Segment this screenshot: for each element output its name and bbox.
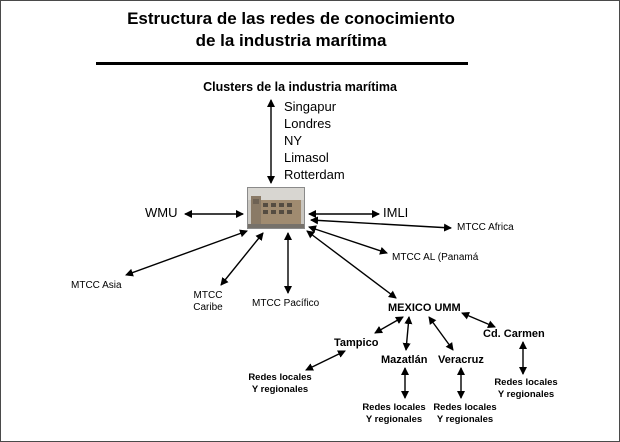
arrow-tampico-redes [305,350,346,371]
node-mtcc-al-panama: MTCC AL (Panamá [392,252,479,263]
page-title-line2: de la industria marítima [195,31,387,50]
redes-label-veracruz: Redes locales Y regionales [432,402,498,425]
node-mtcc-caribe: MTCC Caribe [184,290,232,314]
node-mtcc-asia: MTCC Asia [71,280,122,291]
clusters-heading: Clusters de la industria marítima [203,80,397,94]
node-mtcc-africa: MTCC Africa [457,222,514,233]
node-mtcc-pacifico: MTCC Pacífico [252,298,320,309]
redes-label-cd-carmen: Redes locales Y regionales [493,377,559,400]
node-imli: IMLI [383,205,409,220]
node-veracruz: Veracruz [438,354,484,366]
node-cd-carmen: Cd. Carmen [483,328,545,340]
arrow-center-mtcc-caribe [220,232,264,286]
cluster-city-item: NY [284,133,303,148]
title-underline [96,62,468,65]
cluster-city-item: Singapur [284,99,337,114]
redes-line1: Redes locales [362,402,426,413]
redes-line2: Y regionales [497,388,555,400]
arrow-mexicoumm-veracruz [428,316,454,351]
arrow-center-mtcc-africa [310,216,452,232]
cluster-city-item: Londres [284,116,331,131]
node-mexico-umm: MEXICO UMM [388,302,461,314]
node-mtcc-caribe-line2: Caribe [193,302,223,313]
redes-line1: Redes locales [494,377,558,388]
cluster-city-item: Limasol [284,150,329,165]
redes-label-mazatlan: Redes locales Y regionales [361,402,427,425]
cluster-city-item: Rotterdam [284,167,345,182]
arrow-mexicoumm-tampico [374,316,404,334]
redes-label-tampico: Redes locales Y regionales [247,372,313,395]
page-title-line1: Estructura de las redes de conocimiento [127,9,455,28]
arrow-mexicoumm-cdcarmen [461,312,496,328]
arrow-center-mexico-umm [306,230,397,299]
arrow-center-mtcc-al [308,225,388,255]
node-mazatlan: Mazatlán [381,354,428,366]
redes-line1: Redes locales [433,402,497,413]
redes-line2: Y regionales [436,413,494,425]
arrow-mexicoumm-mazatlan [402,316,413,351]
node-mtcc-caribe-line1: MTCC [193,290,223,301]
node-wmu: WMU [145,205,178,220]
redes-line2: Y regionales [365,413,423,425]
node-tampico: Tampico [334,337,379,349]
redes-line2: Y regionales [251,383,309,395]
arrow-center-mtcc-asia [125,229,248,277]
building-photo-graphic [248,188,304,228]
redes-line1: Redes locales [248,372,312,383]
cluster-city-list: Singapur Londres NY Limasol Rotterdam [284,99,345,184]
central-building-image [247,187,305,229]
